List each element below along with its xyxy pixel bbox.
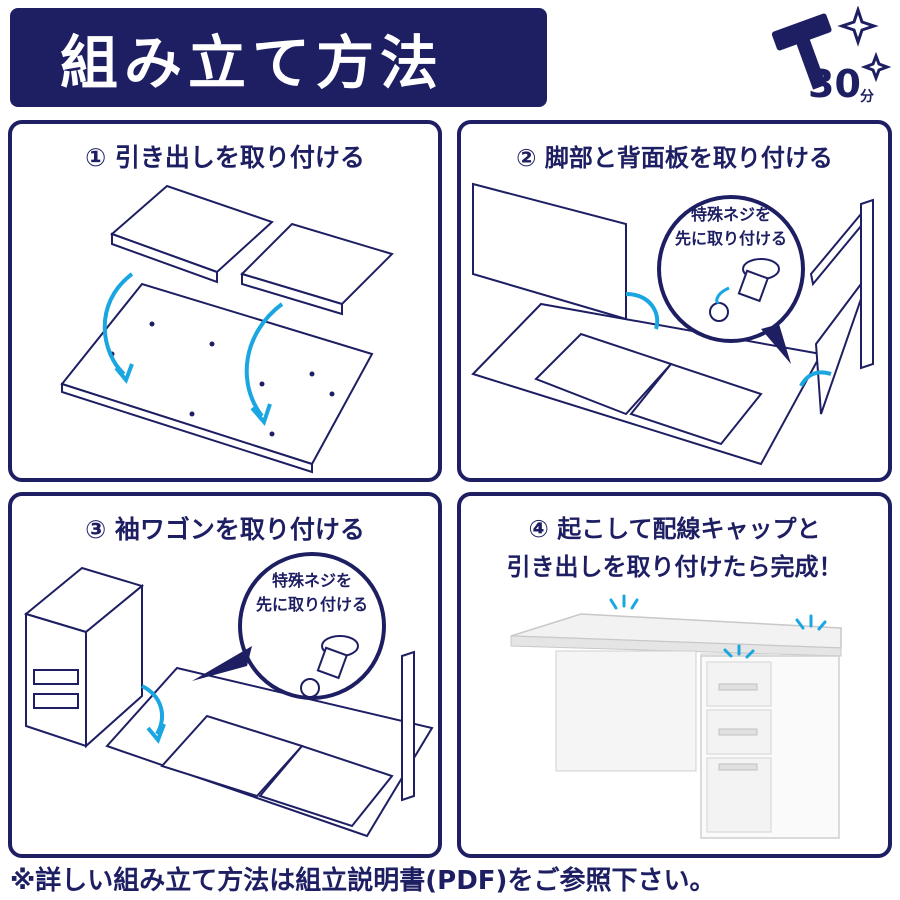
assembly-time-unit: 分 — [860, 89, 874, 105]
step-4-title-line-1: ④ 起こして配線キャップと — [528, 515, 821, 543]
step-1-panel: ① 引き出しを取り付ける — [8, 120, 442, 482]
step-3-title: ③ 袖ワゴンを取り付ける — [85, 515, 365, 544]
step-2-title: ② 脚部と背面板を取り付ける — [516, 144, 833, 172]
desk-photo — [510, 594, 842, 839]
assembly-time: 30 — [808, 62, 861, 106]
page-title: 組み立て方法 — [60, 28, 445, 97]
step-4-panel: ④ 起こして配線キャップと 引き出しを取り付けたら完成！ — [457, 492, 892, 858]
hammer-icon — [771, 6, 892, 90]
step-4-title: ④ 起こして配線キャップと 引き出しを取り付けたら完成！ — [461, 510, 888, 586]
step-2-panel: ② 脚部と背面板を取り付ける 特殊ネジを 先に取り付ける — [457, 120, 892, 482]
step-2-callout-line-1: 特殊ネジを — [691, 205, 771, 224]
step-2-callout-line-2: 先に取り付ける — [675, 229, 787, 248]
step-3-callout-line-1: 特殊ネジを — [272, 571, 352, 590]
step-2-illustration: 特殊ネジを 先に取り付ける — [471, 182, 874, 466]
step-1-title: ① 引き出しを取り付ける — [85, 143, 365, 172]
step-3-panel: ③ 袖ワゴンを取り付ける 特殊ネジを 先に取り付ける — [8, 492, 442, 858]
step-1-illustration — [60, 184, 394, 474]
screw-icon — [737, 258, 780, 303]
screw-icon — [316, 635, 359, 680]
page-title-bar: 組み立て方法 — [10, 8, 547, 107]
step-4-title-line-2: 引き出しを取り付けたら完成！ — [506, 553, 843, 581]
footer-note: ※詳しい組み立て方法は組立説明書(PDF)をご参照下さい。 — [10, 866, 716, 896]
step-3-illustration: 特殊ネジを 先に取り付ける — [23, 552, 434, 838]
step-3-callout-line-2: 先に取り付ける — [256, 595, 368, 614]
